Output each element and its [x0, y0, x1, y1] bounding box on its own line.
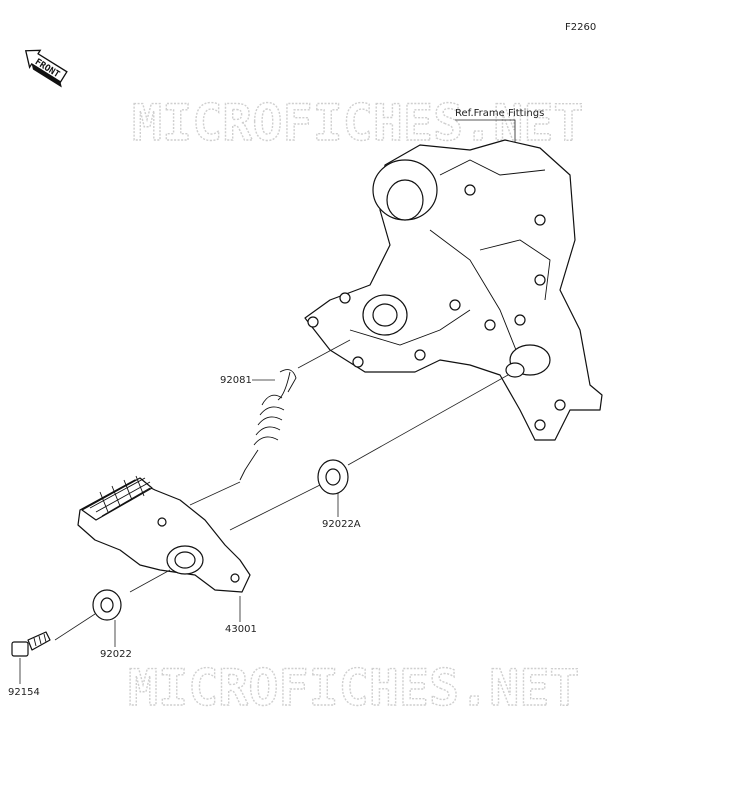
brake-pedal [77, 475, 251, 593]
part-label-92081: 92081 [220, 375, 252, 386]
alignment-line-pedal [129, 569, 171, 593]
washer-92022a [317, 459, 349, 495]
part-label-43001: 43001 [225, 624, 257, 635]
part-label-92022a: 92022A [322, 519, 361, 530]
watermark-bottom: MICROFICHES.NET [128, 659, 580, 717]
front-arrow-icon: FRONT [24, 49, 68, 88]
alignment-line-spring-mount [297, 339, 351, 369]
alignment-line-spring [189, 481, 241, 506]
return-spring [239, 369, 297, 481]
bolt-92154 [11, 631, 51, 657]
frame-fitting-bracket [304, 139, 603, 441]
washer-92022 [92, 589, 122, 621]
part-label-92022: 92022 [100, 649, 132, 660]
alignment-line-bolt [54, 613, 96, 641]
alignment-line-pivot [347, 374, 509, 466]
ref-frame-fittings-label: Ref.Frame Fittings [455, 108, 544, 119]
alignment-line-washer [229, 484, 321, 531]
figure-code: F2260 [565, 22, 596, 33]
part-label-92154: 92154 [8, 687, 40, 698]
